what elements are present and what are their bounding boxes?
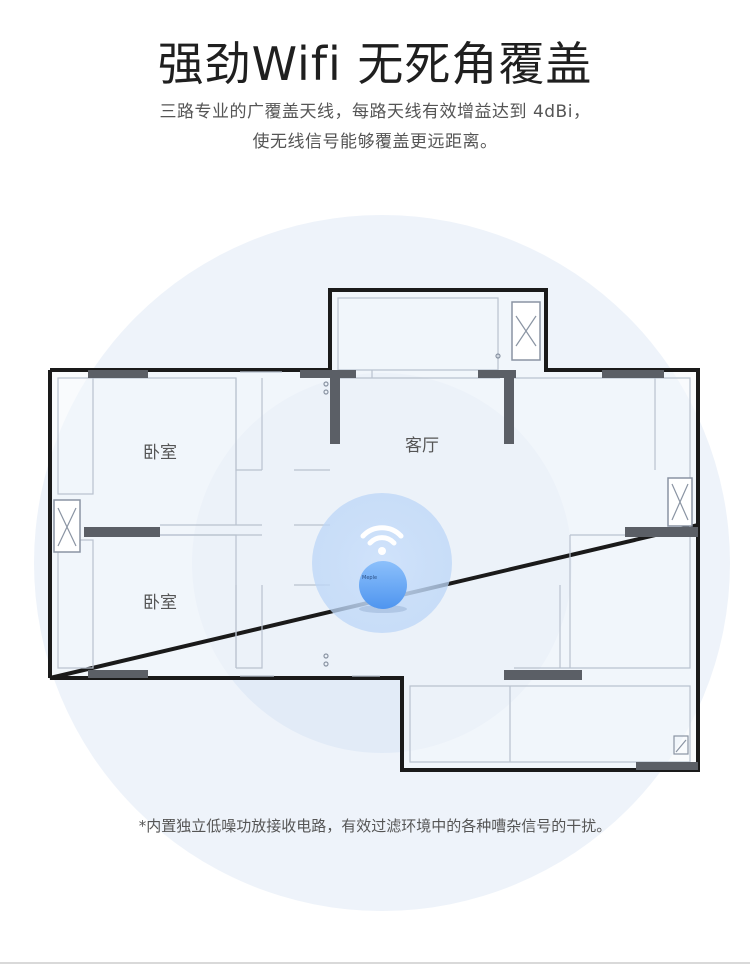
subtitle-line-2: 使无线信号能够覆盖更远距离。 xyxy=(252,132,498,152)
wifi-icon xyxy=(360,525,404,555)
router-brand-label: Meple xyxy=(362,575,377,581)
outer-walls xyxy=(48,288,700,772)
inner-walls xyxy=(84,370,698,770)
bottom-divider xyxy=(0,962,750,964)
subtitle-line-1: 三路专业的广覆盖天线，每路天线有效增益达到 4dBi， xyxy=(159,102,591,122)
router-icon xyxy=(359,561,407,613)
footnote: *内置独立低噪功放接收电路，有效过滤环境中的各种嘈杂信号的干扰。 xyxy=(138,817,612,835)
room-label-bedroom-bottom: 卧室 xyxy=(143,593,177,613)
fixtures xyxy=(323,353,689,755)
room-label-bedroom-top: 卧室 xyxy=(143,443,177,463)
window-cross-lines xyxy=(57,315,689,547)
room-label-living-room: 客厅 xyxy=(405,436,439,456)
headline: 强劲Wifi 无死角覆盖 xyxy=(157,37,593,91)
